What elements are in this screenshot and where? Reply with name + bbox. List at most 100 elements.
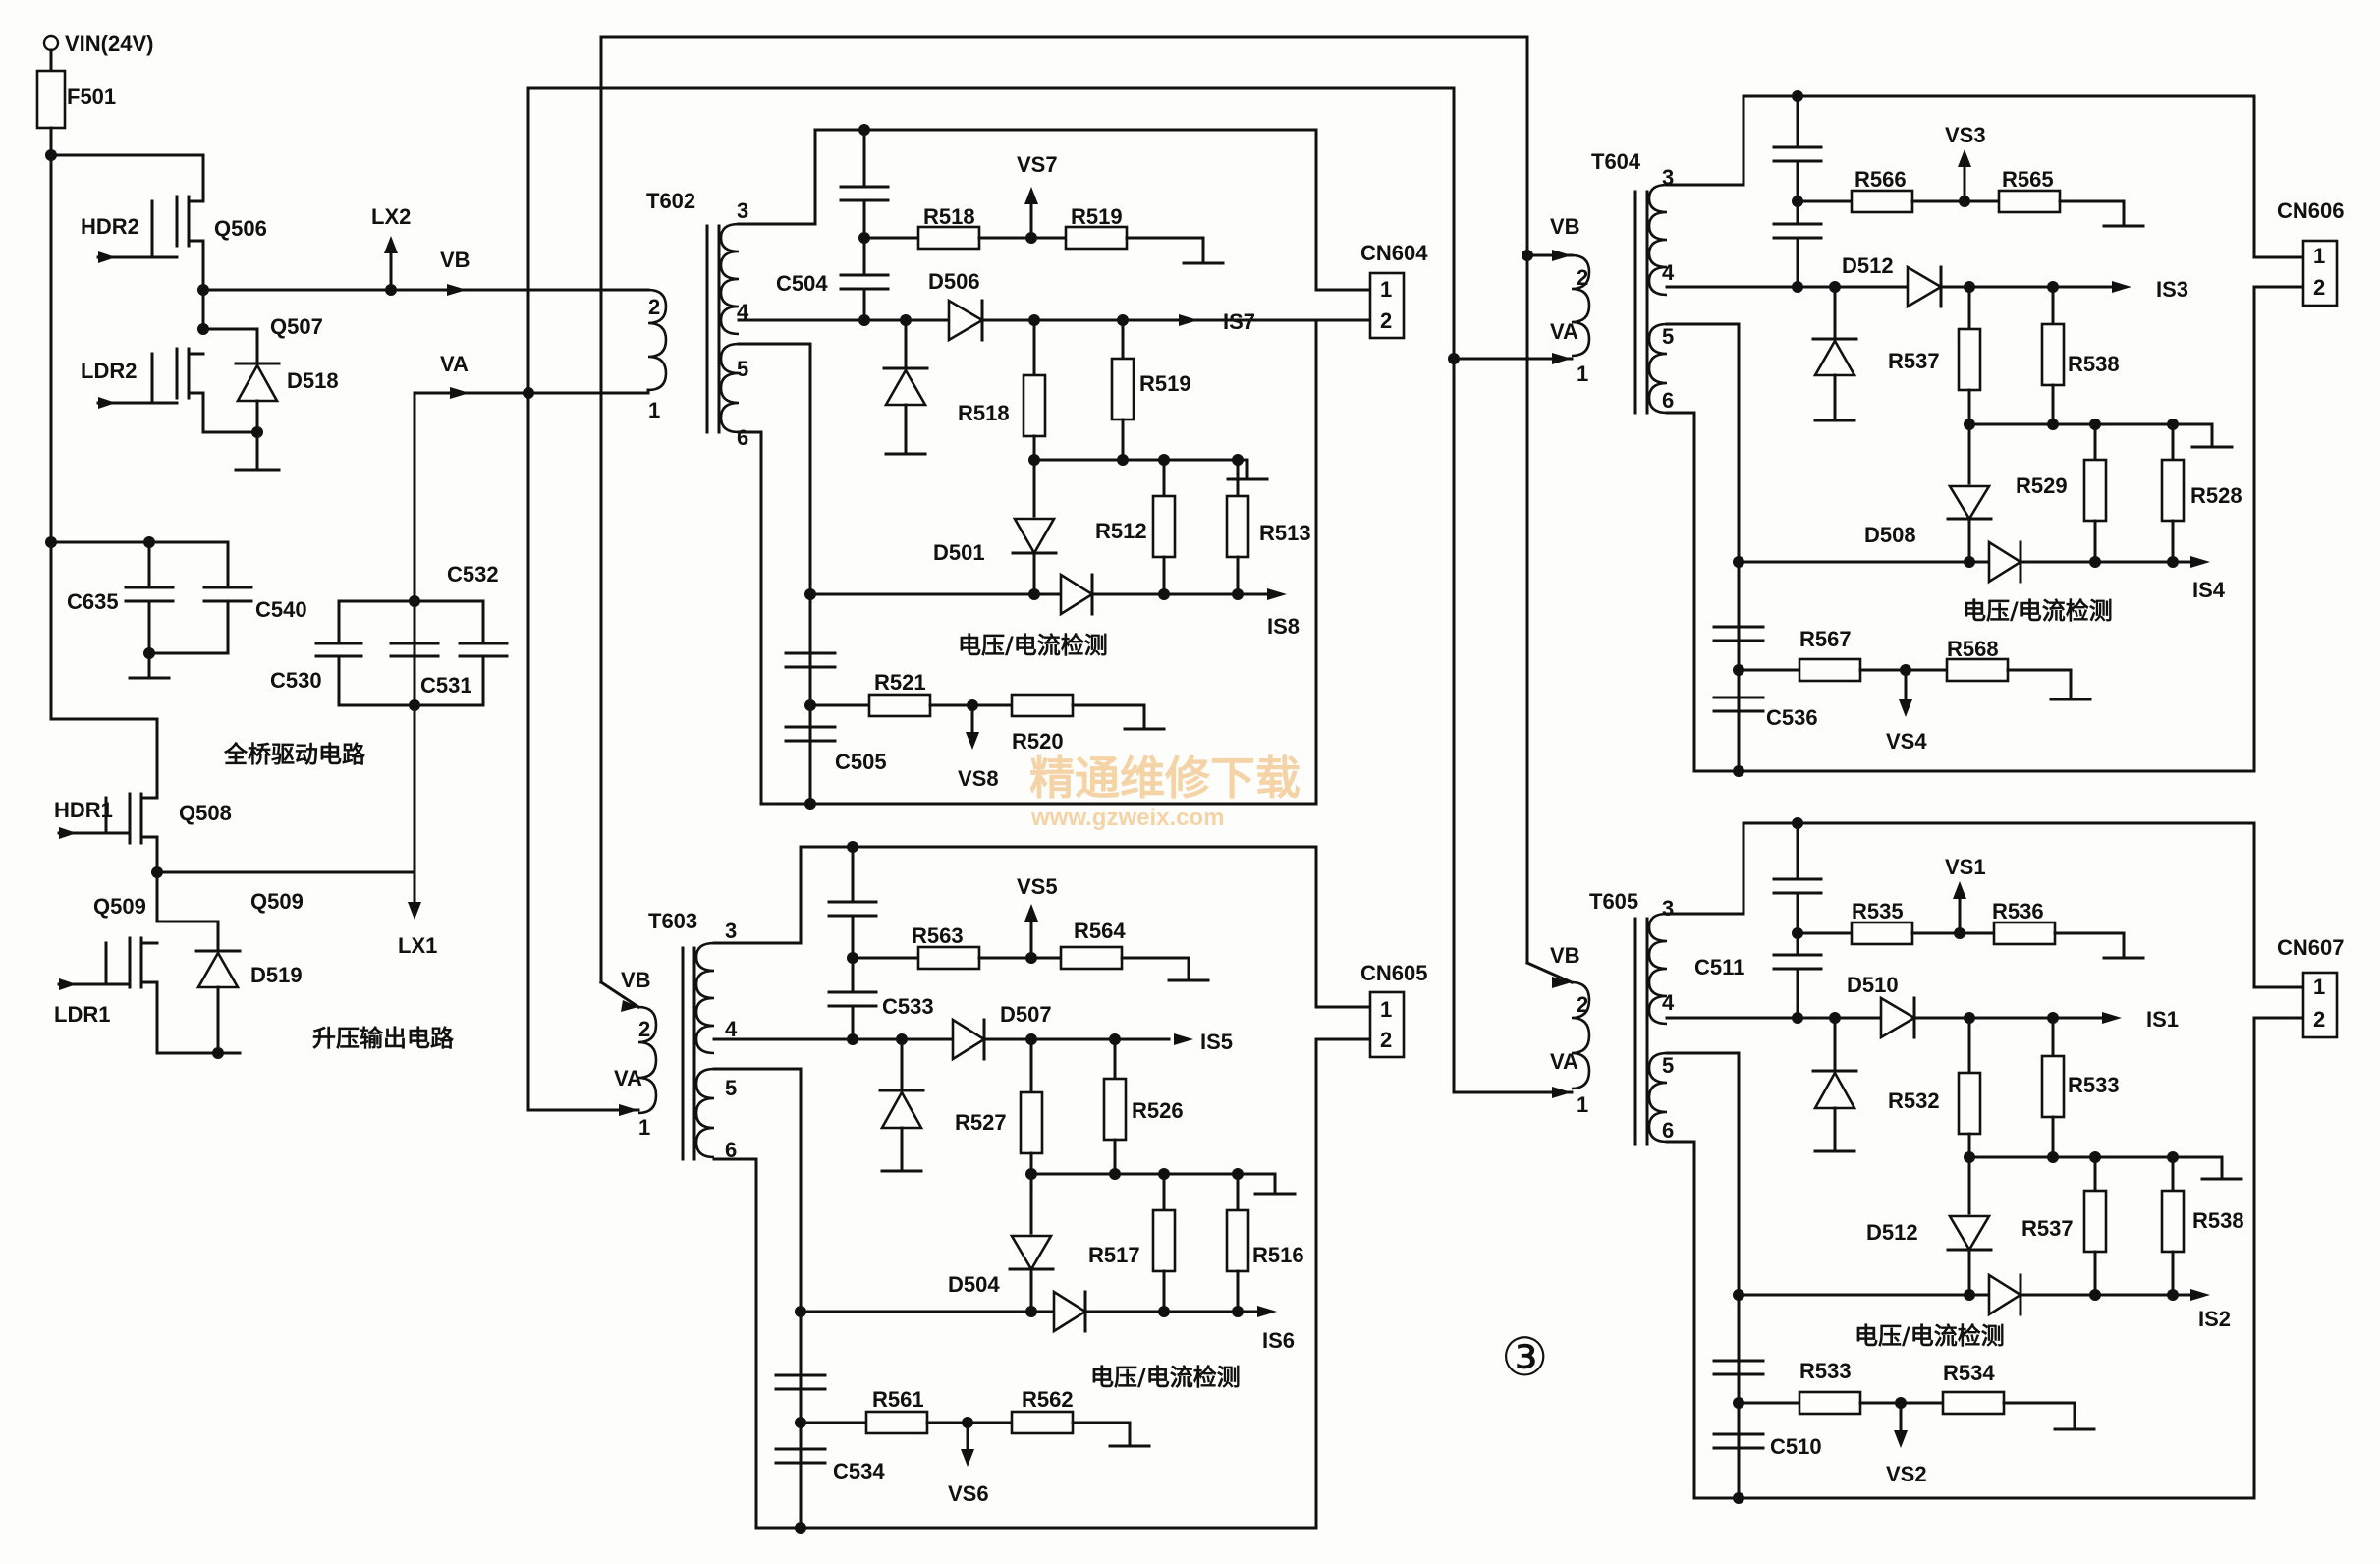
label-d504: D504 xyxy=(948,1272,1000,1297)
label-vs7: VS7 xyxy=(1017,152,1058,177)
pin-2: 2 xyxy=(2313,1007,2325,1032)
pin-6: 6 xyxy=(1662,1118,1674,1143)
label-q506: Q506 xyxy=(214,216,267,241)
label-cn607: CN607 xyxy=(2277,935,2344,960)
label-t604: T604 xyxy=(1591,149,1641,174)
watermark-cn: 精通维修下载 xyxy=(1029,752,1301,805)
pin-6: 6 xyxy=(737,425,748,450)
label-f501: F501 xyxy=(67,84,116,109)
label-r564: R564 xyxy=(1074,919,1126,943)
module-t604 xyxy=(1571,90,2339,777)
label-vin: VIN(24V) xyxy=(65,31,153,56)
pin-1: 1 xyxy=(1380,997,1392,1022)
label-d507: D507 xyxy=(1000,1002,1052,1027)
label-c532: C532 xyxy=(447,562,499,586)
pin-1: 1 xyxy=(2313,975,2325,999)
label-r537-t605: R537 xyxy=(2021,1216,2074,1241)
label-d506: D506 xyxy=(928,269,980,294)
input-stage xyxy=(35,34,603,1059)
figure-number: ③ xyxy=(1501,1326,1548,1388)
watermark-url: www.gzweix.com xyxy=(1030,805,1225,831)
label-c510: C510 xyxy=(1770,1434,1822,1459)
label-vb-t605: VB xyxy=(1550,943,1580,968)
pin-5: 5 xyxy=(1662,324,1674,349)
label-r537-t604: R537 xyxy=(1888,349,1940,373)
label-r518-top: R518 xyxy=(923,204,975,229)
label-vb-main: VB xyxy=(440,248,470,272)
label-r532: R532 xyxy=(1888,1089,1940,1113)
pin-3: 3 xyxy=(725,919,737,943)
label-r562: R562 xyxy=(1022,1387,1074,1412)
pin-6: 6 xyxy=(725,1138,737,1162)
module-t605 xyxy=(1571,817,2339,1504)
label-r528: R528 xyxy=(2190,483,2242,508)
caption-bridge: 全桥驱动电路 xyxy=(223,741,366,768)
pin-5: 5 xyxy=(737,357,748,381)
label-c505: C505 xyxy=(835,750,887,774)
label-r566: R566 xyxy=(1854,167,1907,192)
pin-1: 1 xyxy=(1380,277,1392,302)
label-r563: R563 xyxy=(912,923,964,948)
label-c504: C504 xyxy=(776,271,828,296)
module-t603 xyxy=(637,841,1406,1534)
label-r538-t605: R538 xyxy=(2192,1208,2244,1233)
label-r520: R520 xyxy=(1012,729,1064,754)
label-r538-t604: R538 xyxy=(2068,352,2120,376)
label-r567: R567 xyxy=(1799,627,1852,651)
pin-2: 2 xyxy=(1577,265,1588,290)
label-r516: R516 xyxy=(1252,1243,1304,1267)
caption-detect-3: 电压/电流检测 xyxy=(1963,597,2113,625)
label-vs6: VS6 xyxy=(948,1481,989,1506)
label-r519: R519 xyxy=(1139,371,1191,396)
label-r568: R568 xyxy=(1947,637,1999,661)
label-is6: IS6 xyxy=(1262,1328,1295,1353)
label-c530: C530 xyxy=(270,668,322,693)
label-is1: IS1 xyxy=(2146,1007,2179,1032)
pin-2: 2 xyxy=(1380,308,1392,333)
pin-1: 1 xyxy=(638,1115,650,1140)
label-lx2: LX2 xyxy=(371,204,411,229)
label-c531: C531 xyxy=(420,673,472,698)
label-is8: IS8 xyxy=(1267,614,1300,639)
label-r513: R513 xyxy=(1259,521,1311,545)
label-d518: D518 xyxy=(287,368,339,393)
label-vs4: VS4 xyxy=(1886,729,1927,754)
pin-2: 2 xyxy=(638,1017,650,1041)
label-d512-t605: D512 xyxy=(1866,1220,1918,1245)
label-r536: R536 xyxy=(1992,899,2044,923)
caption-boost: 升压输出电路 xyxy=(312,1025,455,1052)
pin-1: 1 xyxy=(1577,1092,1588,1117)
pin-2: 2 xyxy=(648,295,660,319)
label-c536: C536 xyxy=(1766,705,1818,730)
label-vs3: VS3 xyxy=(1945,123,1986,147)
label-lx1: LX1 xyxy=(398,933,437,958)
connector-cn607 xyxy=(2301,971,2339,1039)
label-vs8: VS8 xyxy=(958,766,999,791)
pin-1: 1 xyxy=(648,398,660,422)
label-r535: R535 xyxy=(1852,899,1904,923)
label-r561: R561 xyxy=(872,1387,924,1412)
label-vs2: VS2 xyxy=(1886,1462,1927,1486)
pin-2: 2 xyxy=(2313,275,2325,300)
connector-pins: 1 2 1 2 1 2 1 2 xyxy=(1380,244,2325,1052)
label-is3: IS3 xyxy=(2156,277,2188,302)
pin-4: 4 xyxy=(1662,990,1675,1015)
label-t602: T602 xyxy=(646,189,695,213)
label-r529: R529 xyxy=(2016,474,2068,498)
label-d510: D510 xyxy=(1847,973,1899,997)
label-t605: T605 xyxy=(1589,889,1638,914)
label-r517: R517 xyxy=(1088,1243,1140,1267)
pin-4: 4 xyxy=(737,300,749,324)
label-va-main: VA xyxy=(440,352,469,376)
pin-4: 4 xyxy=(725,1017,738,1041)
label-d501: D501 xyxy=(933,540,985,565)
label-ldr1: LDR1 xyxy=(54,1002,110,1027)
label-c534: C534 xyxy=(833,1459,885,1483)
pin-2: 2 xyxy=(1380,1028,1392,1052)
label-q509-right: Q509 xyxy=(250,889,304,914)
label-hdr1: HDR1 xyxy=(54,798,113,822)
label-c511: C511 xyxy=(1694,955,1744,979)
pin-6: 6 xyxy=(1662,388,1674,413)
